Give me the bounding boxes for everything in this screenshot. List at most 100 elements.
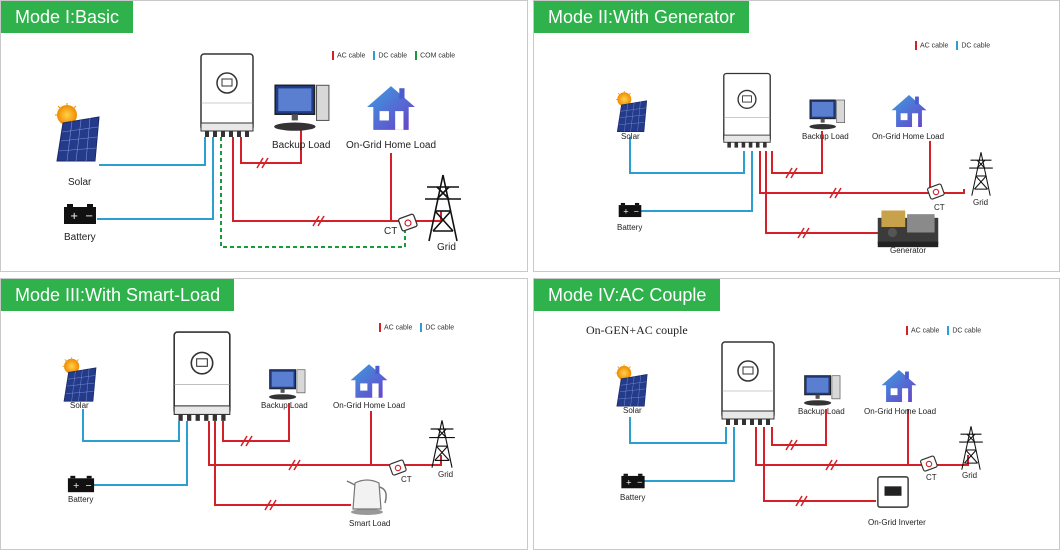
legend-com-label: COM cable <box>420 52 456 60</box>
battery-icon <box>67 475 95 493</box>
grid-label: Grid <box>973 198 989 207</box>
backup-load-label: Backup Load <box>272 140 331 151</box>
ac-cable-grid <box>759 141 931 194</box>
home-load-label: On-Grid Home Load <box>872 132 945 141</box>
battery-label: Battery <box>620 493 646 502</box>
battery-label: Battery <box>68 495 94 504</box>
ac-cable-backup <box>771 409 827 446</box>
grid-label: Grid <box>962 471 978 480</box>
legend-ac-label: AC cable <box>337 52 366 60</box>
home-load-house-icon <box>367 86 415 130</box>
home-load-house-icon <box>891 95 927 127</box>
home-load-label: On-Grid Home Load <box>333 401 406 410</box>
panel-title: Mode II:With Generator <box>534 1 750 33</box>
dc-cable-swatch <box>420 323 423 332</box>
solar-label: Solar <box>68 177 92 188</box>
legend: AC cable DC cable <box>900 326 981 335</box>
backup-load-computer-icon <box>808 99 846 130</box>
ac-cable-grid <box>208 421 442 466</box>
backup-load-computer-icon <box>803 375 841 407</box>
ct-label: CT <box>384 226 398 237</box>
panel-title: Mode III:With Smart-Load <box>1 279 235 311</box>
ac-cable-swatch <box>906 326 908 335</box>
home-load-label: On-Grid Home Load <box>864 407 937 416</box>
grid-label: Grid <box>438 470 454 479</box>
solar-panel-icon <box>614 363 648 407</box>
dc-cable-swatch <box>373 51 376 60</box>
dc-cable-battery <box>97 137 214 220</box>
dc-cable-battery <box>91 421 188 486</box>
ct-sensor-icon <box>919 455 939 473</box>
smart-load-label: Smart Load <box>349 519 391 528</box>
solar-panel-icon <box>62 357 97 402</box>
com-cable-swatch <box>415 51 418 60</box>
grid-tower-icon <box>958 425 984 471</box>
grid-tower-icon <box>424 174 462 242</box>
ac-cable-swatch <box>332 51 334 60</box>
home-load-label: On-Grid Home Load <box>346 140 437 151</box>
dc-cable-solar <box>99 137 206 166</box>
panel-subtitle: On-GEN+AC couple <box>586 323 688 337</box>
home-load-house-icon <box>350 364 388 398</box>
ac-cable-backup <box>222 403 290 442</box>
com-cable <box>220 137 406 248</box>
solar-panel-icon <box>615 91 648 133</box>
solar-label: Solar <box>621 132 640 141</box>
ac-cable-backup <box>240 129 302 164</box>
grid-tower-icon <box>428 419 456 469</box>
ct-sensor-icon <box>397 213 419 233</box>
battery-icon <box>621 473 645 489</box>
panel-title: Mode IV:AC Couple <box>534 279 721 311</box>
dc-cable-swatch <box>947 326 950 335</box>
ac-cable-swatch <box>379 323 381 332</box>
panel-title: Mode I:Basic <box>1 1 134 33</box>
legend-ac-label: AC cable <box>384 324 413 332</box>
ct-sensor-icon <box>388 459 408 477</box>
hybrid-inverter-icon <box>721 341 775 426</box>
ac-cable-swatch <box>915 41 917 50</box>
on-grid-inverter-label: On-Grid Inverter <box>868 518 926 527</box>
hybrid-inverter-icon <box>723 72 771 149</box>
legend: AC cable DC cable <box>909 41 990 50</box>
mode-smart-load-diagram <box>62 331 456 515</box>
home-load-house-icon <box>881 370 917 402</box>
backup-load-computer-icon <box>268 369 306 401</box>
ac-cable-grid <box>755 427 969 466</box>
mode-generator-diagram <box>615 72 994 248</box>
on-grid-inverter-icon <box>877 476 909 508</box>
legend-ac-label: AC cable <box>911 327 940 335</box>
legend: AC cable DC cable <box>373 323 454 332</box>
ac-cable-inverter <box>763 427 876 502</box>
dc-cable-battery <box>634 427 735 482</box>
generator-label: Generator <box>890 246 927 255</box>
dc-cable-solar <box>629 417 727 444</box>
battery-label: Battery <box>64 232 96 243</box>
ct-label: CT <box>926 473 937 482</box>
panel-mode-smart-load: Mode III:With Smart-Load AC cable DC cab… <box>0 278 528 550</box>
legend-ac-label: AC cable <box>920 42 949 50</box>
dc-cable-swatch <box>956 41 959 50</box>
hybrid-inverter-icon <box>200 53 254 138</box>
backup-load-label: Backup Load <box>802 132 849 141</box>
dc-cable-solar <box>82 409 180 442</box>
ac-cable-generator <box>765 151 880 234</box>
mode-basic-diagram <box>54 53 462 248</box>
legend: AC cable DC cable COM cable <box>326 51 455 60</box>
generator-icon <box>877 210 939 248</box>
backup-load-label: Backup Load <box>798 407 845 416</box>
legend-dc-label: DC cable <box>378 52 408 60</box>
ct-label: CT <box>401 475 412 484</box>
grid-label: Grid <box>437 242 456 253</box>
battery-label: Battery <box>617 223 643 232</box>
ct-label: CT <box>934 203 945 212</box>
battery-icon <box>618 202 642 218</box>
ac-cable-backup <box>771 131 823 174</box>
ac-cable-grid <box>232 137 442 222</box>
backup-load-label: Backup Load <box>261 401 308 410</box>
backup-load-computer-icon <box>273 84 330 132</box>
smart-load-kettle-icon <box>346 479 387 515</box>
dc-cable-solar <box>629 137 745 174</box>
legend-dc-label: DC cable <box>952 327 982 335</box>
hybrid-inverter-icon <box>173 331 231 422</box>
solar-label: Solar <box>623 406 642 415</box>
